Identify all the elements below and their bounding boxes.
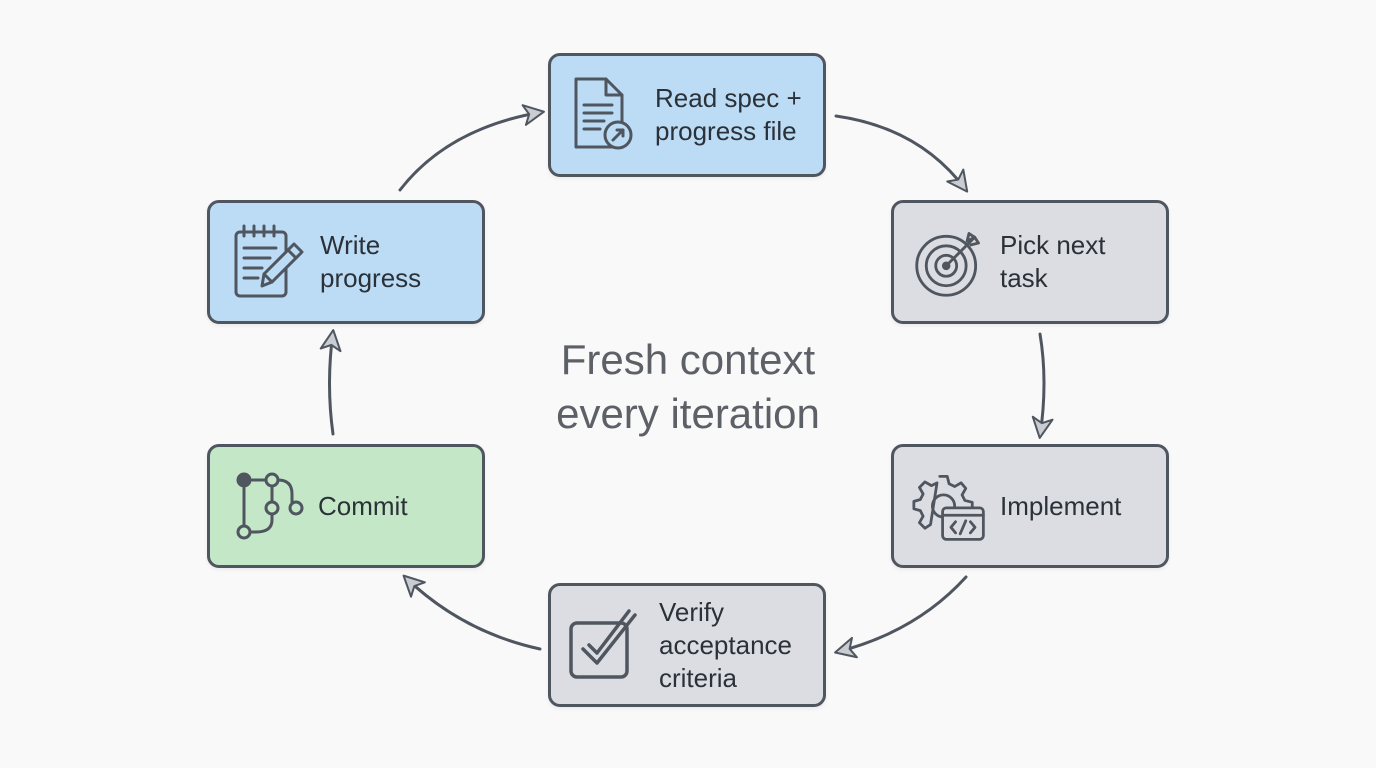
step-label: Verify acceptance criteria <box>659 596 792 693</box>
arrow-commit-to-write <box>319 329 342 436</box>
step-label: Commit <box>318 490 408 521</box>
gear-code-icon <box>912 468 988 544</box>
step-implement: Implement <box>891 444 1169 568</box>
step-label: Implement <box>1000 490 1122 521</box>
center-caption: Fresh context every iteration <box>556 336 820 437</box>
step-pick-task: Pick next task <box>891 200 1169 324</box>
arrow-write-to-read <box>398 104 545 192</box>
arrow-pick-to-impl <box>1031 332 1054 439</box>
step-verify: Verify acceptance criteria <box>548 583 826 707</box>
step-read-spec: Read spec + progress file <box>548 53 826 177</box>
step-commit: Commit <box>207 444 485 568</box>
arrow-verify-to-commit <box>402 574 542 651</box>
checkbox-icon <box>565 607 641 683</box>
step-label: Pick next task <box>1000 230 1106 293</box>
step-label: Read spec + progress file <box>655 83 802 146</box>
step-label: Write progress <box>320 230 422 293</box>
git-branch-icon <box>232 468 308 544</box>
target-icon <box>912 224 988 300</box>
notepad-pencil-icon <box>230 224 306 300</box>
arrow-impl-to-verify <box>834 575 968 659</box>
arrow-read-to-pick <box>834 114 969 193</box>
document-share-icon <box>565 77 641 153</box>
step-write-progress: Write progress <box>207 200 485 324</box>
